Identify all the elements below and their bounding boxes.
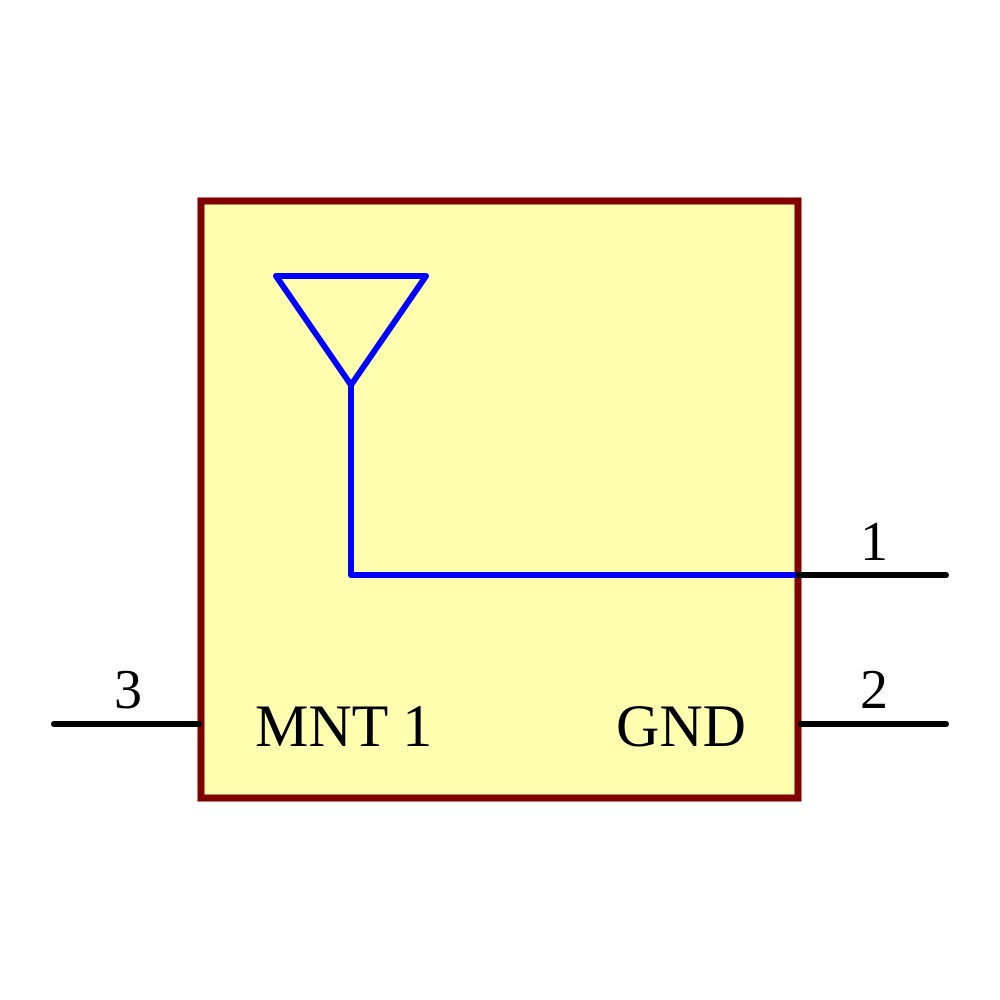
antenna-icon <box>273 273 801 578</box>
pin-2[interactable]: 2 <box>798 659 949 727</box>
pin-3-name: MNT 1 <box>255 693 432 759</box>
pin-3[interactable]: 3 <box>51 659 202 727</box>
pin-2-number: 2 <box>860 659 888 721</box>
component-body[interactable] <box>197 197 802 802</box>
pin-2-name: GND <box>616 693 746 759</box>
pin-1-number: 1 <box>860 511 888 573</box>
pin-1[interactable]: 1 <box>795 511 949 578</box>
pin-3-number: 3 <box>114 659 142 721</box>
